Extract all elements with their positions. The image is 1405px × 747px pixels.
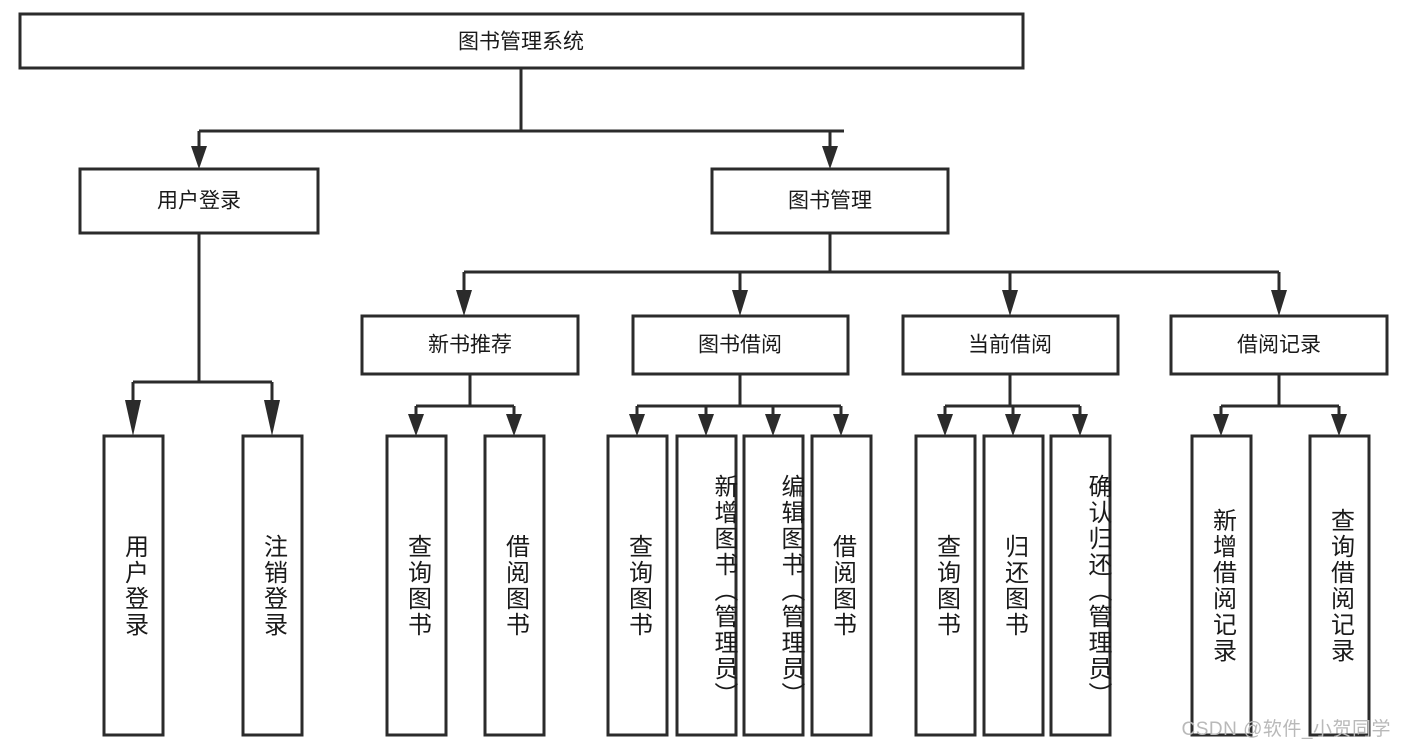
arrow-head-icon: [264, 400, 280, 436]
node-user-login-box[interactable]: [78, 167, 320, 235]
node-root-box[interactable]: [18, 12, 1025, 70]
node-current-borrow-box[interactable]: [901, 314, 1120, 376]
arrow-head-icon: [833, 414, 849, 436]
node-root[interactable]: 图书管理系统: [18, 12, 1025, 70]
node-leaf-confirm-return-box[interactable]: [1049, 434, 1112, 737]
arrow-head-icon: [191, 146, 207, 169]
node-book-borrow[interactable]: 图书借阅: [631, 314, 850, 376]
node-leaf-add-book-box[interactable]: [675, 434, 738, 737]
arrow-head-icon: [765, 414, 781, 436]
node-new-book-recommend-label: 新书推荐: [428, 334, 512, 357]
node-leaf-borrow-book-recommend-box[interactable]: [483, 434, 546, 737]
node-leaf-user-login-box[interactable]: [102, 434, 165, 737]
arrow-head-icon: [1331, 414, 1347, 436]
arrow-head-icon: [1072, 414, 1088, 436]
node-current-borrow-label: 当前借阅: [968, 334, 1052, 357]
node-user-login-label: 用户登录: [157, 190, 241, 213]
node-leaf-logout-box[interactable]: [241, 434, 304, 737]
arrow-head-icon: [506, 414, 522, 436]
node-leaf-query-book-recommend-box[interactable]: [385, 434, 448, 737]
node-leaf-query-book-borrow-box[interactable]: [606, 434, 669, 737]
csdn-watermark: CSDN @软件_小贺同学: [1181, 719, 1391, 740]
arrow-head-icon: [456, 290, 472, 316]
node-leaf-query-book-current-box[interactable]: [914, 434, 977, 737]
connector-layer: [125, 68, 1347, 436]
arrow-head-icon: [822, 146, 838, 169]
arrow-head-icon: [937, 414, 953, 436]
arrow-head-icon: [1005, 414, 1021, 436]
arrow-head-icon: [1002, 290, 1018, 316]
node-root-label: 图书管理系统: [458, 31, 584, 54]
arrow-head-icon: [629, 414, 645, 436]
node-book-borrow-label: 图书借阅: [698, 334, 782, 357]
node-new-book-recommend-box[interactable]: [360, 314, 580, 376]
arrow-head-icon: [125, 400, 141, 436]
leaf-box-layer: [102, 434, 1371, 737]
arrow-head-icon: [698, 414, 714, 436]
node-leaf-query-borrow-record-box[interactable]: [1308, 434, 1371, 737]
node-current-borrow[interactable]: 当前借阅: [901, 314, 1120, 376]
arrow-head-icon: [1213, 414, 1229, 436]
node-leaf-add-borrow-record-box[interactable]: [1190, 434, 1253, 737]
node-leaf-edit-book-box[interactable]: [742, 434, 805, 737]
node-book-borrow-box[interactable]: [631, 314, 850, 376]
node-borrow-record[interactable]: 借阅记录: [1169, 314, 1389, 376]
node-new-book-recommend[interactable]: 新书推荐: [360, 314, 580, 376]
node-book-manage-label: 图书管理: [788, 190, 872, 213]
arrow-head-icon: [1271, 290, 1287, 316]
node-user-login[interactable]: 用户登录: [78, 167, 320, 235]
node-leaf-borrow-book-box[interactable]: [810, 434, 873, 737]
node-book-manage-box[interactable]: [710, 167, 950, 235]
node-book-manage[interactable]: 图书管理: [710, 167, 950, 235]
node-leaf-return-book-box[interactable]: [982, 434, 1045, 737]
arrow-head-icon: [732, 290, 748, 316]
node-borrow-record-label: 借阅记录: [1237, 334, 1321, 357]
arrow-head-icon: [408, 414, 424, 436]
node-borrow-record-box[interactable]: [1169, 314, 1389, 376]
